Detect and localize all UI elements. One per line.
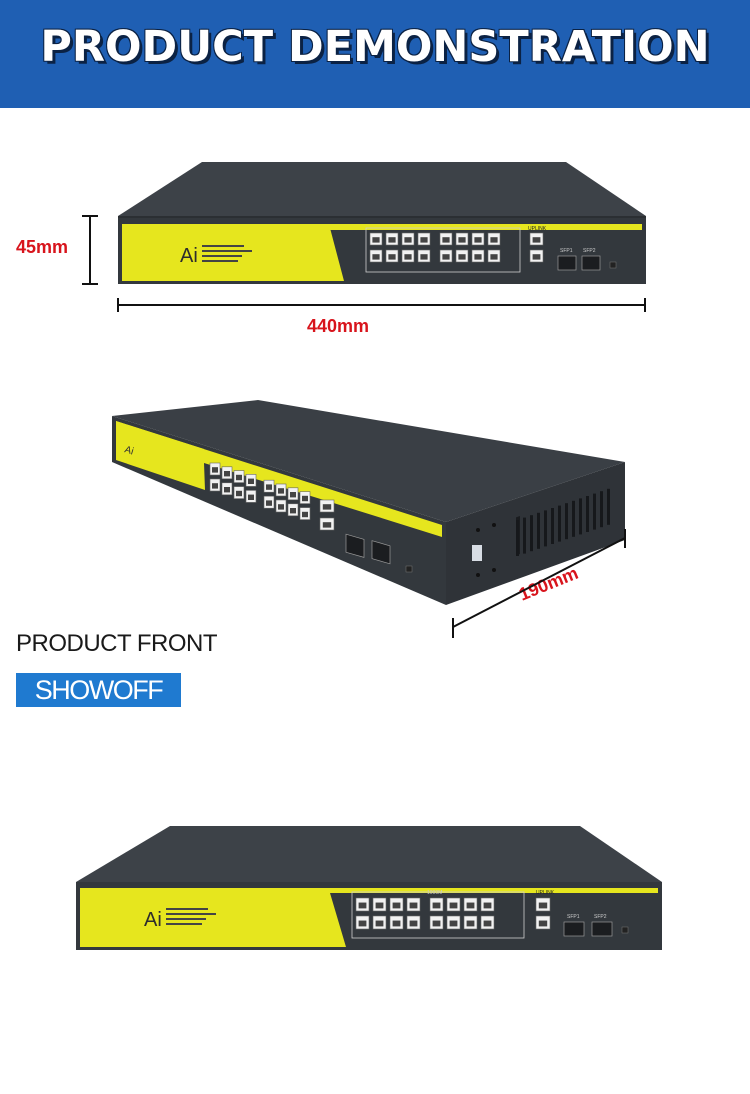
- svg-text:SFP1: SFP1: [567, 914, 580, 920]
- svg-text:Ai: Ai: [144, 909, 162, 931]
- section-tag: SHOWOFF: [16, 673, 181, 707]
- svg-text:UPLINK: UPLINK: [536, 890, 555, 896]
- svg-text:1000M: 1000M: [427, 890, 442, 896]
- sfp-port: [581, 255, 601, 271]
- svg-text:SFP1: SFP1: [560, 248, 573, 254]
- sfp-port: [557, 255, 577, 271]
- product-perspective-image: Ai: [112, 400, 625, 605]
- header-banner: PRODUCT DEMONSTRATION: [0, 0, 750, 108]
- width-dimension-label: 440mm: [307, 316, 370, 336]
- product-front-image-bottom: Ai 1000M UPLINK SFP1 SFP2: [76, 826, 662, 950]
- svg-text:SFP2: SFP2: [594, 914, 607, 920]
- rj45-port-group: [369, 232, 501, 263]
- brand-logo: Ai: [180, 245, 198, 267]
- svg-text:Ai: Ai: [123, 444, 135, 457]
- svg-text:UPLINK: UPLINK: [528, 226, 547, 232]
- page-title: PRODUCT DEMONSTRATION: [40, 22, 710, 72]
- height-dimension-label: 45mm: [16, 237, 69, 257]
- svg-text:SFP2: SFP2: [583, 248, 596, 254]
- section-title: PRODUCT FRONT: [16, 630, 218, 657]
